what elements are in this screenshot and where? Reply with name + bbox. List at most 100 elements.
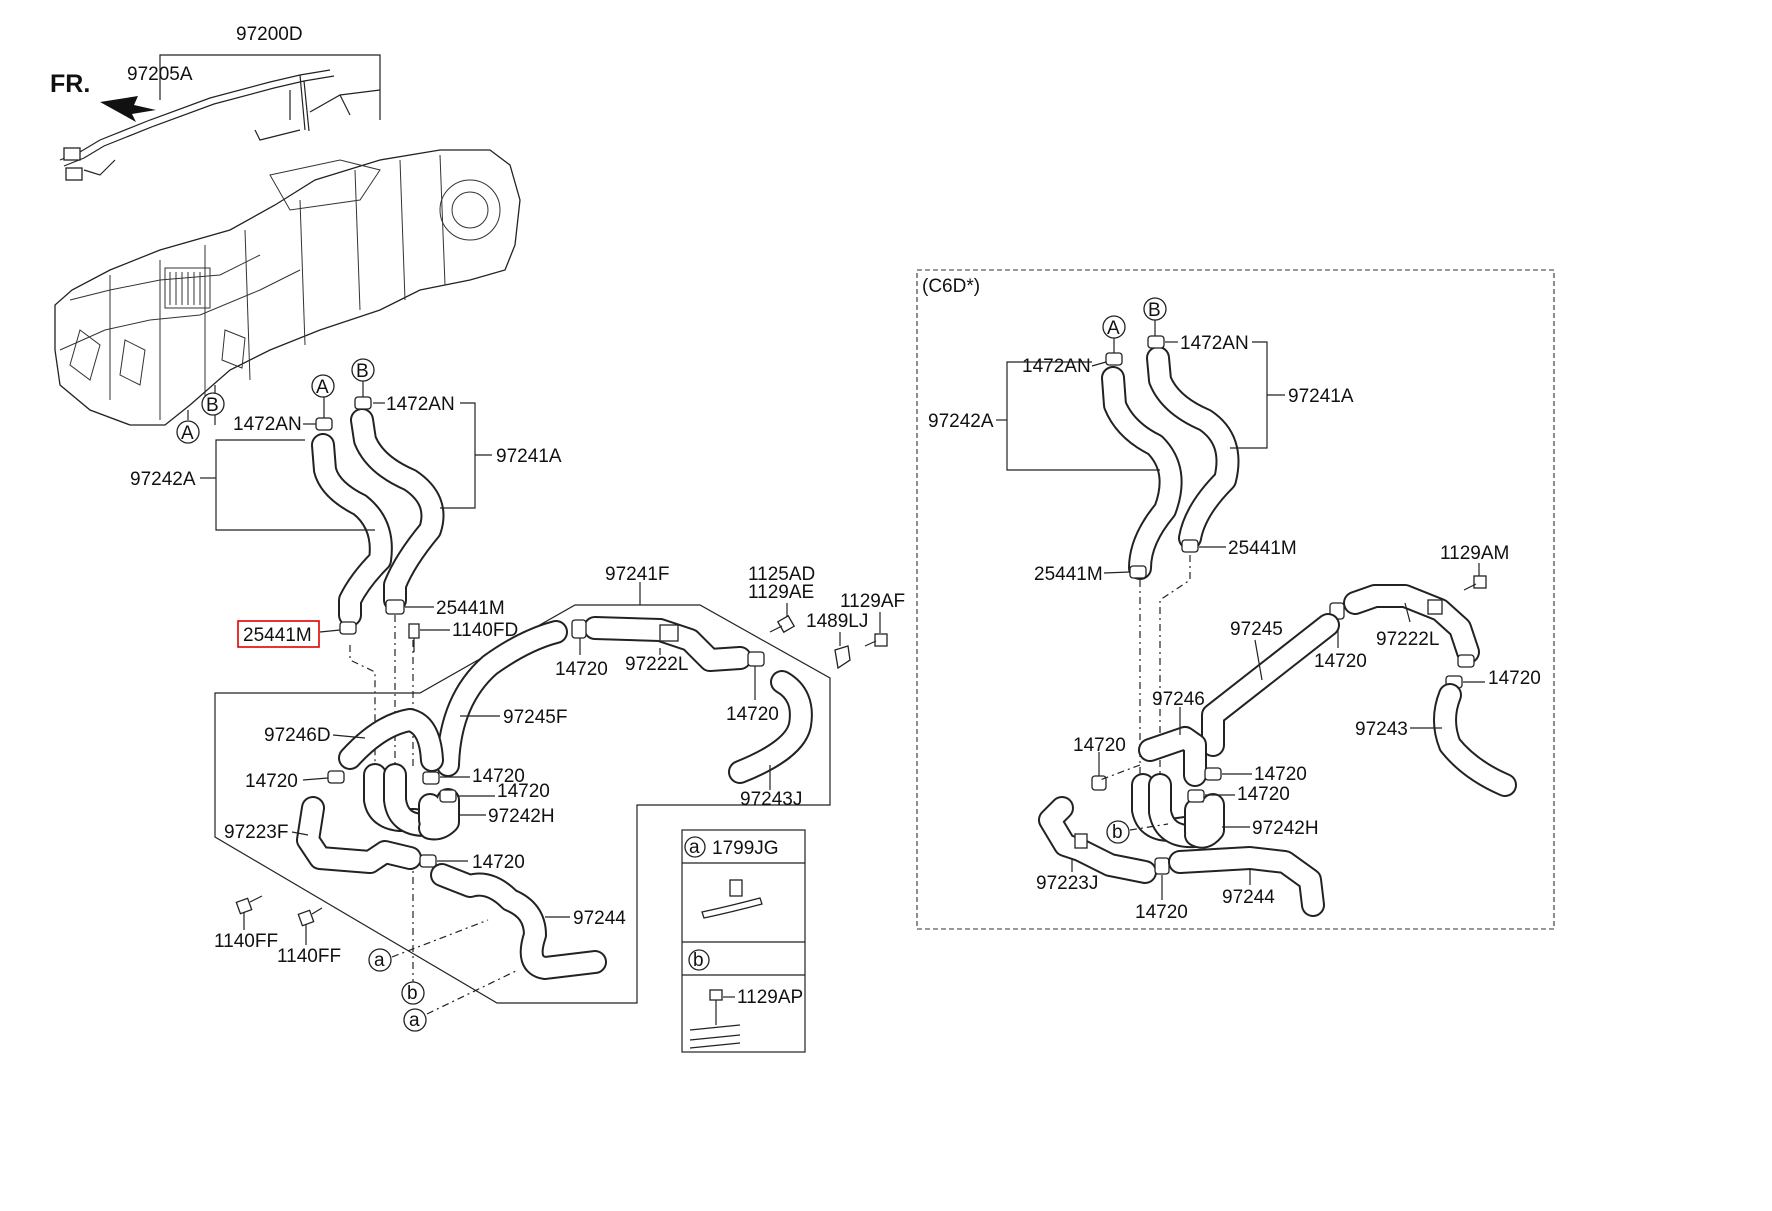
option-part-97241A: 97241A	[1288, 386, 1354, 407]
part-1129AE: 1129AE	[748, 582, 814, 603]
option-hose-97242A-drawing	[1101, 366, 1183, 580]
hose-97246D-drawing	[338, 708, 444, 772]
part-97223F: 97223F	[224, 822, 288, 843]
part-1140FD: 1140FD	[452, 620, 518, 641]
clamp-25441M-left	[339, 621, 357, 635]
hose-97243J-drawing	[728, 670, 813, 784]
legend-b-circle	[688, 949, 710, 971]
option-connector-a-letter: A	[1107, 318, 1120, 339]
option-bolt-1129AM-drawing	[1463, 575, 1487, 591]
option-ref-b-letter: b	[1112, 822, 1123, 843]
part-97245F: 97245F	[503, 707, 567, 728]
option-pipe-97242H-drawing	[1131, 773, 1225, 849]
part-97244: 97244	[573, 908, 626, 929]
option-ref-b-circle	[1106, 820, 1130, 844]
option-connector-b-letter: B	[1148, 300, 1161, 321]
connector-a-letter: A	[181, 423, 194, 444]
hose-97245F-drawing	[436, 620, 568, 777]
cable-tie-clip-icon	[701, 897, 763, 919]
option-hose-97245-drawing	[1201, 613, 1340, 757]
part-14720-e: 14720	[245, 771, 298, 792]
ref-b-letter: b	[407, 983, 418, 1004]
clamp-14720-c	[422, 771, 440, 785]
clamp-1472AN-right	[354, 396, 372, 410]
clamp-14720-b	[747, 651, 765, 667]
part-97222L: 97222L	[625, 654, 688, 675]
option-connector-b-circle	[1143, 297, 1167, 321]
part-1472AN-left: 1472AN	[233, 414, 302, 435]
front-arrow-icon	[100, 96, 156, 122]
bolt-1129AF-drawing	[864, 633, 888, 647]
option-part-14720-a: 14720	[1314, 651, 1367, 672]
legend-a-letter: a	[689, 837, 700, 858]
ref-a-circle-2	[403, 1008, 427, 1032]
part-1472AN-right: 1472AN	[386, 394, 455, 415]
option-part-1129AM: 1129AM	[1440, 543, 1509, 564]
option-part-14720-d: 14720	[1237, 784, 1290, 805]
option-part-14720-f: 14720	[1135, 902, 1188, 923]
option-part-97242A: 97242A	[928, 411, 994, 432]
option-part-25441M-right: 25441M	[1228, 538, 1297, 559]
part-1140FF-b: 1140FF	[277, 946, 341, 967]
part-25441M-highlighted: 25441M	[243, 625, 312, 646]
option-clamp-14720-c	[1204, 767, 1222, 781]
clamp-14720-d	[439, 789, 457, 803]
option-part-97245: 97245	[1230, 619, 1283, 640]
option-clamp-14720-f	[1154, 857, 1170, 875]
bolt-1140FF-b-drawing	[297, 907, 323, 945]
option-part-97243: 97243	[1355, 719, 1408, 740]
ref-a-letter-1: a	[374, 950, 385, 971]
part-14720-b: 14720	[726, 704, 779, 725]
option-part-1472AN-left: 1472AN	[1022, 356, 1091, 377]
bolt-1140FD-drawing	[408, 623, 420, 652]
part-14720-a: 14720	[555, 659, 608, 680]
legend-a-circle	[684, 836, 706, 858]
legend-part-1129AP: 1129AP	[737, 987, 803, 1008]
option-panel-title: (C6D*)	[922, 276, 980, 297]
hose-97244-drawing	[430, 863, 607, 980]
legend-part-1799JG: 1799JG	[712, 838, 779, 859]
ref-a-letter-2: a	[409, 1010, 420, 1031]
option-clamp-25441M-left	[1129, 565, 1147, 579]
option-part-14720-c: 14720	[1254, 764, 1307, 785]
part-97242A: 97242A	[130, 469, 196, 490]
fastener-legend-table: a 1799JG b 1129AP	[681, 829, 806, 1053]
bolt-1140FF-a-drawing	[235, 895, 263, 930]
part-97241A: 97241A	[496, 446, 562, 467]
legend-b-letter: b	[693, 950, 704, 971]
option-hose-97246-drawing	[1138, 726, 1207, 787]
part-97200D: 97200D	[236, 24, 303, 45]
hose-connector-a-letter: A	[316, 377, 329, 398]
part-1125AD: 1125AD	[748, 564, 815, 585]
front-direction-label: FR.	[50, 70, 90, 98]
connector-b-letter: B	[206, 395, 219, 416]
option-part-97242H: 97242H	[1252, 818, 1319, 839]
part-97242H: 97242H	[488, 806, 555, 827]
part-1140FF-a: 1140FF	[214, 931, 278, 952]
option-part-97223J: 97223J	[1036, 873, 1098, 894]
ref-a-circle-1	[368, 948, 392, 972]
bolt-1129AP-icon	[689, 989, 741, 1049]
option-clamp-1472AN-left	[1105, 352, 1123, 366]
part-1489LJ: 1489LJ	[806, 611, 868, 632]
bracket-1489LJ-drawing	[834, 645, 851, 670]
hose-97242A-drawing	[311, 433, 393, 627]
part-97205A: 97205A	[127, 64, 193, 85]
clamp-14720-f	[419, 854, 437, 868]
option-connector-a-circle	[1102, 315, 1126, 339]
option-part-14720-b: 14720	[1488, 668, 1541, 689]
option-part-25441M-left: 25441M	[1034, 564, 1103, 585]
option-part-1472AN-right: 1472AN	[1180, 333, 1249, 354]
pipe-97223F-drawing	[296, 796, 422, 874]
option-clamp-25441M-right	[1181, 539, 1199, 553]
connector-a-circle	[176, 420, 200, 444]
option-clamp-14720-b-upper	[1457, 654, 1475, 668]
ref-b-circle	[401, 981, 425, 1005]
option-clamp-14720-d	[1187, 789, 1205, 803]
option-part-97222L: 97222L	[1376, 629, 1439, 650]
clamp-25441M-right	[385, 599, 405, 615]
pipe-97222L-drawing	[583, 616, 752, 672]
option-clamp-1472AN-right	[1147, 335, 1165, 349]
part-14720-f: 14720	[472, 852, 525, 873]
